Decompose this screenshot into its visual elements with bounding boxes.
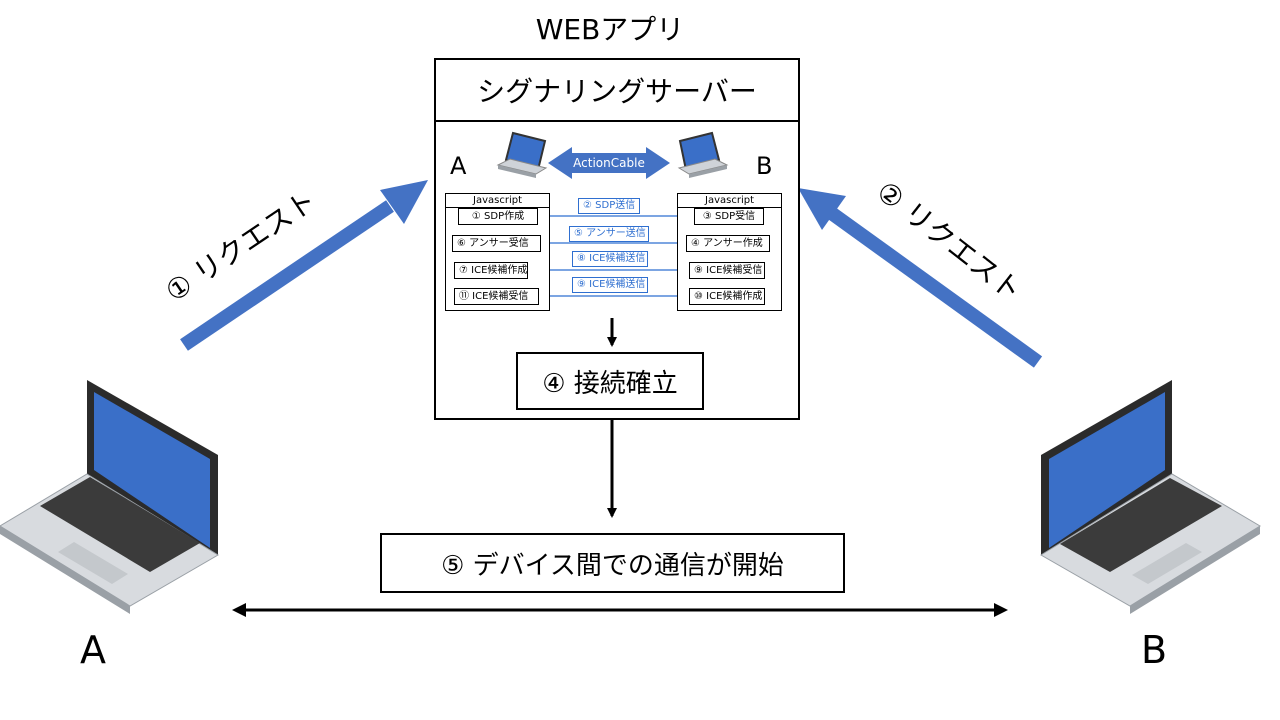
laptop-icon-small-a [496,131,548,178]
step-a-1: ① SDP作成 [458,208,538,225]
host-b-label: B [756,152,773,180]
host-a-label: A [450,152,467,180]
step-b-2: ④ アンサー作成 [686,235,770,252]
step-b-4: ⑩ ICE候補作成 [689,288,765,305]
message-ice-send-b: ⑨ ICE候補送信 [572,277,648,293]
panel-b-title: Javascript [678,194,781,208]
communication-start: ⑤ デバイス間での通信が開始 [380,533,845,593]
device-b-label: B [1141,628,1168,672]
message-ice-send-a: ⑧ ICE候補送信 [572,251,648,267]
panel-a-title: Javascript [446,194,549,208]
step-a-3: ⑦ ICE候補作成 [454,262,528,279]
signaling-server-box [434,120,800,420]
device-a-label: A [80,628,106,672]
laptop-icon-small-b [677,131,729,178]
app-title: WEBアプリ [535,13,685,46]
message-answer-send: ⑤ アンサー送信 [569,226,649,242]
step-b-3: ⑨ ICE候補受信 [689,262,765,279]
message-arrows [528,212,693,300]
device-link-arrow [232,603,1008,617]
request-arrow-left [180,180,428,351]
step-a-2: ⑥ アンサー受信 [452,235,541,252]
step-a-4: ⑪ ICE候補受信 [454,288,539,305]
actioncable-label: ActionCable [573,156,645,170]
laptop-icon-b [1040,380,1261,614]
request-arrow-right [798,188,1043,368]
step-b-1: ③ SDP受信 [694,208,764,225]
laptop-icon-a [0,380,219,614]
actioncable-arrow [548,147,670,179]
signaling-server-label: シグナリングサーバー [434,58,800,122]
message-sdp-send: ② SDP送信 [578,198,640,214]
connection-established: ④ 接続確立 [516,352,704,410]
